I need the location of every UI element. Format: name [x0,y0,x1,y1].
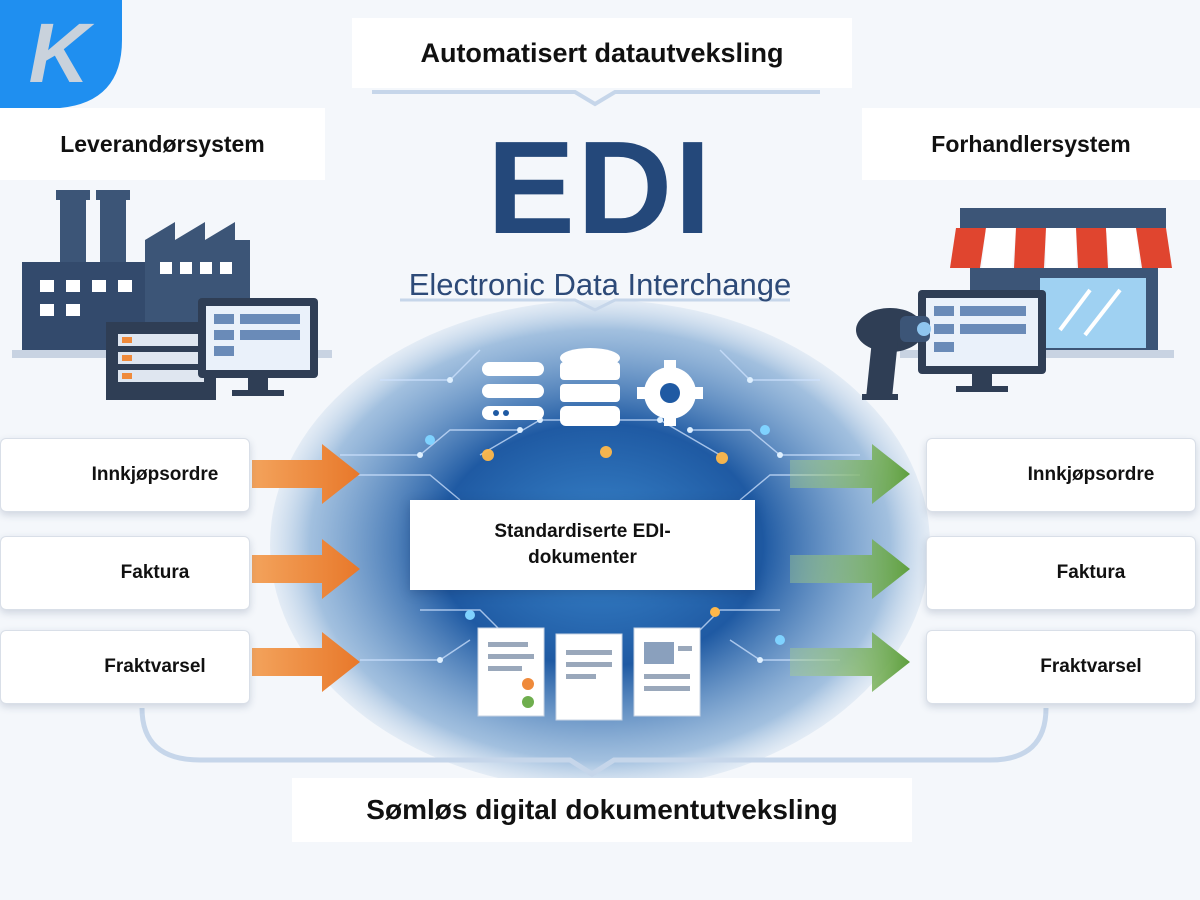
document-stack-icon [477,627,701,721]
logo-mark [0,0,122,108]
invoice-icon [931,543,987,603]
diagram-title: Automatisert datautveksling [352,18,852,88]
doc-label: Fraktvarsel [1040,656,1142,677]
diagram-footer: Sømløs digital dokumentutveksling [292,778,912,842]
doc-label: Faktura [120,562,190,583]
server-icon [106,322,216,400]
arrow-right-group [790,444,910,692]
package-icon [5,637,61,697]
right-doc-card-purchase-order: Innkjøpsordre [926,438,1196,512]
clipboard-icon [931,445,987,505]
doc-label: Innkjøpsordre [1027,464,1155,485]
doc-label: Faktura [1056,562,1126,583]
center-label-text: Standardiserte EDI-dokumenter [494,521,671,568]
barcode-scanner-icon [856,308,931,400]
invoice-icon [5,543,61,603]
logo-glyph: K [28,6,90,100]
supplier-system-label: Leverandørsystem [0,108,325,180]
sub-bracket [400,298,790,312]
doc-label: Innkjøpsordre [91,464,219,485]
retailer-system-label: Forhandlersystem [862,108,1200,180]
list-icon [482,362,544,420]
left-doc-card-purchase-order: Innkjøpsordre [0,438,250,512]
top-bracket [372,90,820,107]
bottom-bracket [139,707,1049,777]
monitor-icon-right [918,290,1046,392]
right-doc-card-invoice: Faktura [926,536,1196,610]
monitor-icon-left [198,298,318,396]
right-doc-card-shipping-notice: Fraktvarsel [926,630,1196,704]
glow-lights [425,425,785,645]
gear-icon [637,360,703,426]
doc-label: Fraktvarsel [104,656,206,677]
left-doc-card-shipping-notice: Fraktvarsel [0,630,250,704]
standard-edi-documents-label: Standardiserte EDI-dokumenter [410,500,755,590]
left-doc-card-invoice: Faktura [0,536,250,610]
arrow-left-group [252,444,360,692]
package-icon [931,637,987,697]
edi-acronym: EDI [486,114,714,261]
edi-expansion: Electronic Data Interchange [408,267,792,302]
database-icon [560,348,620,426]
clipboard-icon [5,445,61,505]
circuit-nodes [417,377,783,663]
